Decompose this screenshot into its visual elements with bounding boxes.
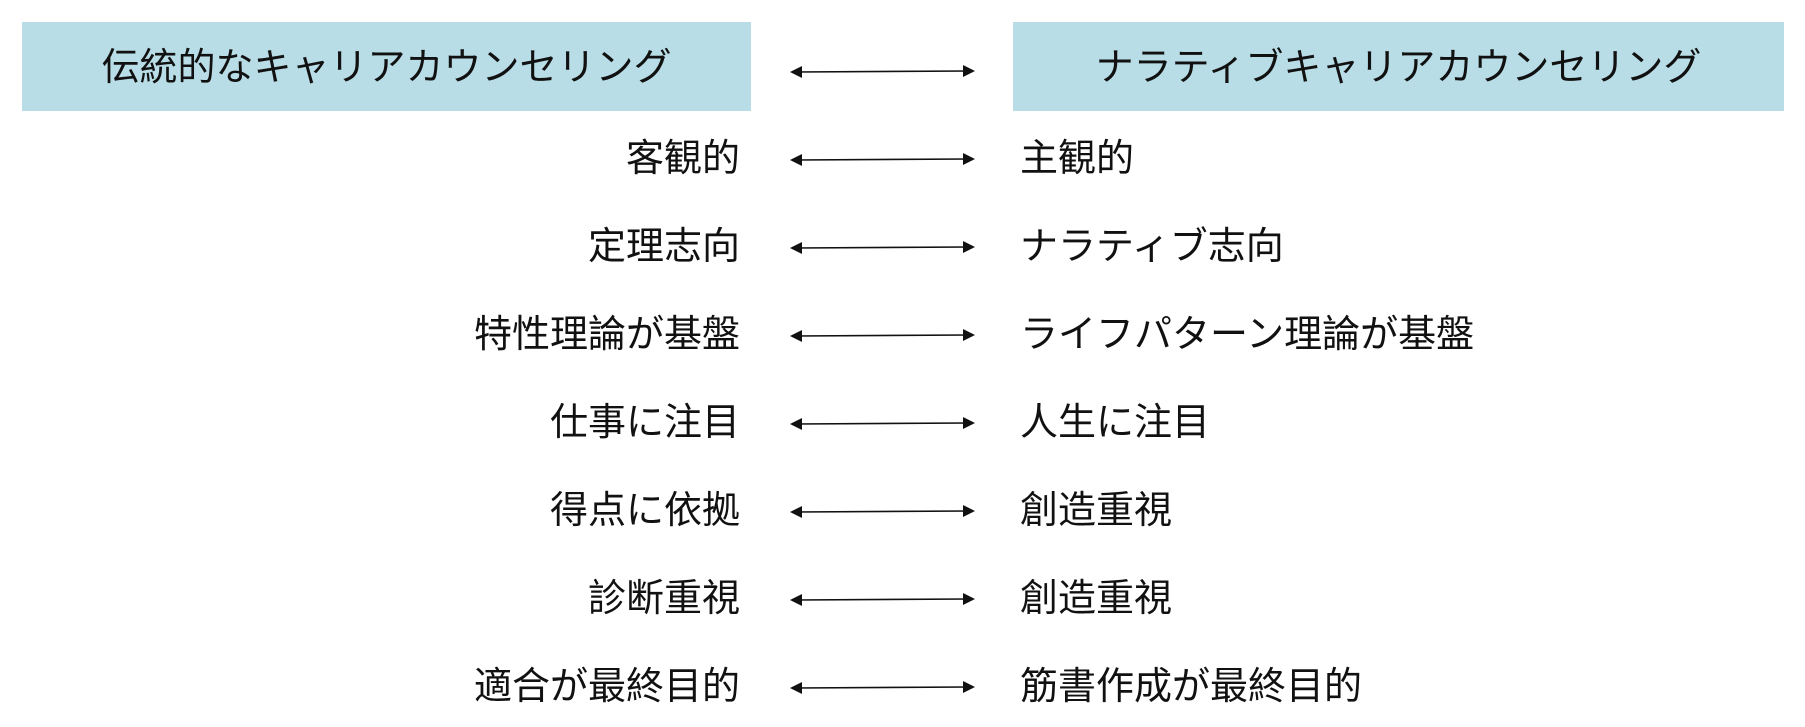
row-1-left: 客観的	[625, 136, 740, 180]
row-5-double-arrow	[790, 505, 975, 518]
row-6-double-arrow	[790, 593, 975, 606]
row-4-double-arrow	[790, 417, 975, 430]
row-7-left: 適合が最終目的	[473, 664, 740, 708]
row-3-double-arrow	[790, 329, 975, 342]
row-7-right: 筋書作成が最終目的	[1020, 664, 1363, 708]
row-5-right: 創造重視	[1020, 488, 1173, 532]
row-6-left: 診断重視	[587, 576, 740, 620]
row-7-double-arrow	[790, 681, 975, 694]
row-2-right: ナラティブ志向	[1020, 224, 1284, 268]
row-2-left: 定理志向	[587, 224, 740, 268]
row-4-left: 仕事に注目	[549, 400, 740, 444]
row-5-left: 得点に依拠	[549, 488, 740, 532]
row-3-left: 特性理論が基盤	[473, 312, 740, 356]
traditional-counseling-header: 伝統的なキャリアカウンセリング	[22, 22, 751, 111]
row-1-right: 主観的	[1020, 136, 1135, 180]
row-6-right: 創造重視	[1020, 576, 1173, 620]
traditional-counseling-header-label: 伝統的なキャリアカウンセリング	[101, 44, 672, 89]
header-double-arrow	[790, 65, 975, 78]
narrative-counseling-header: ナラティブキャリアカウンセリング	[1013, 22, 1784, 111]
row-2-double-arrow	[790, 241, 975, 254]
row-1-double-arrow	[790, 153, 975, 166]
narrative-counseling-header-label: ナラティブキャリアカウンセリング	[1095, 44, 1702, 89]
row-4-right: 人生に注目	[1020, 400, 1211, 444]
row-3-right: ライフパターン理論が基盤	[1020, 312, 1475, 356]
